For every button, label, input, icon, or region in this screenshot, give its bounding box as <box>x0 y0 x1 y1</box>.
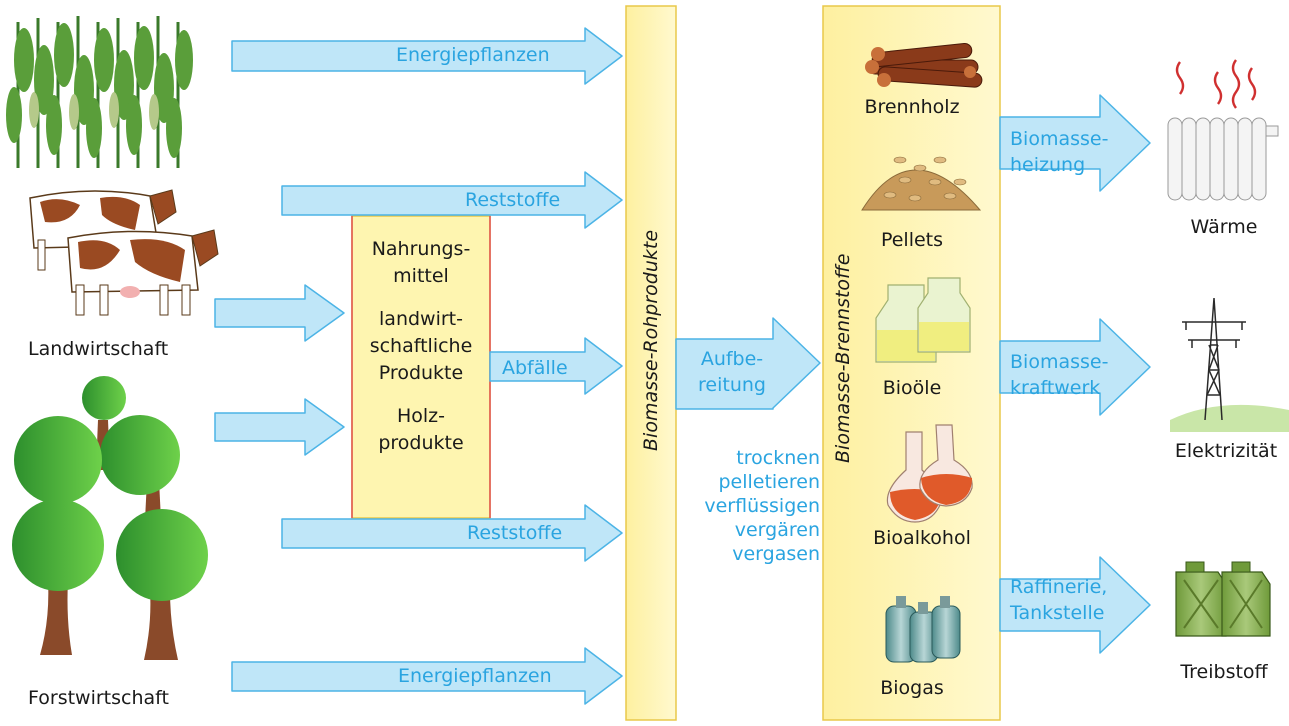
arrow-agri-to-box <box>214 284 345 342</box>
label-energy-crops-bottom: Energiepflanzen <box>398 665 552 687</box>
process-item: trocknen <box>736 447 820 469</box>
process-item: vergären <box>734 519 820 541</box>
fuels-label: Biomasse-Brennstoffe <box>832 253 854 463</box>
fuel-pellets-label: Pellets <box>880 229 944 251</box>
label-waste: Abfälle <box>502 357 568 379</box>
arrow-energy-crops-top <box>231 27 623 85</box>
arrow-refinery <box>999 556 1151 654</box>
label-heating-line2: heizung <box>1010 154 1086 176</box>
arrow-energy-crops-bottom <box>231 647 623 705</box>
label-power-line1: Biomasse- <box>1010 351 1109 373</box>
end-use-heat-label: Wärme <box>1190 216 1258 238</box>
arrow-waste <box>489 337 623 395</box>
label-processing-line2: reitung <box>698 374 766 396</box>
wood-line1: Holz- <box>396 405 446 427</box>
oil-bottles-icon <box>875 277 971 363</box>
arrow-residues-top <box>281 171 623 229</box>
label-refinery: Raffinerie, Tankstelle <box>1010 574 1107 626</box>
label-refinery-line1: Raffinerie, <box>1010 576 1108 598</box>
label-heating: Biomasse- heizung <box>1010 126 1108 178</box>
flasks-icon <box>886 424 973 523</box>
end-use-electricity-label: Elektrizität <box>1174 440 1278 462</box>
label-power-line2: kraftwerk <box>1010 377 1101 399</box>
jerry-cans-icon <box>1175 561 1271 637</box>
label-residues-bottom: Reststoffe <box>467 522 563 544</box>
label-processing: Aufbe- reitung <box>690 346 774 398</box>
firewood-icon <box>865 43 983 88</box>
fuel-biooil-label: Bioöle <box>882 377 942 399</box>
label-refinery-line2: Tankstelle <box>1010 602 1105 624</box>
process-item: pelletieren <box>718 471 820 493</box>
arrow-forest-to-box <box>214 398 345 456</box>
process-item: verflüssigen <box>704 495 820 517</box>
pellets-icon <box>861 156 982 211</box>
agri-line3: Produkte <box>378 362 464 384</box>
fuel-firewood-label: Brennholz <box>864 96 960 118</box>
arrow-power <box>999 318 1151 416</box>
trees-icon <box>12 376 208 660</box>
end-use-fuel-label: Treibstoff <box>1180 661 1268 683</box>
food-line1: Nahrungs- <box>371 238 471 260</box>
source-agriculture-label: Landwirtschaft <box>28 338 169 360</box>
food-line2: mittel <box>393 265 449 287</box>
corn-field-icon <box>6 16 193 168</box>
process-item: vergasen <box>732 543 820 565</box>
agri-line1: landwirt- <box>379 308 463 330</box>
label-processing-line1: Aufbe- <box>700 348 764 370</box>
raw-products-bar <box>625 5 677 721</box>
agri-line2: schaftliche <box>369 335 473 357</box>
source-forestry-label: Forstwirtschaft <box>28 687 169 709</box>
arrow-residues-bottom <box>281 504 623 562</box>
fuels-bar <box>822 5 1001 721</box>
power-pylon-icon <box>1170 297 1289 432</box>
arrow-heating <box>999 94 1151 192</box>
label-residues-top: Reststoffe <box>465 189 561 211</box>
cows-icon <box>29 189 219 316</box>
label-energy-crops-top: Energiepflanzen <box>396 44 550 66</box>
label-power: Biomasse- kraftwerk <box>1010 349 1108 401</box>
arrow-processing <box>675 317 821 410</box>
fuel-biogas-label: Biogas <box>880 677 944 699</box>
products-box-text: Nahrungs- mittel landwirt- schaftliche P… <box>352 236 490 457</box>
process-list: trocknen pelletieren verflüssigen vergär… <box>672 446 820 566</box>
radiator-icon <box>1167 59 1279 201</box>
gas-cylinders-icon <box>885 596 961 663</box>
products-box <box>351 215 491 519</box>
raw-products-label: Biomasse-Rohprodukte <box>640 229 662 451</box>
wood-line2: produkte <box>378 432 464 454</box>
label-heating-line1: Biomasse- <box>1010 128 1109 150</box>
fuel-bioalcohol-label: Bioalkohol <box>873 527 971 549</box>
